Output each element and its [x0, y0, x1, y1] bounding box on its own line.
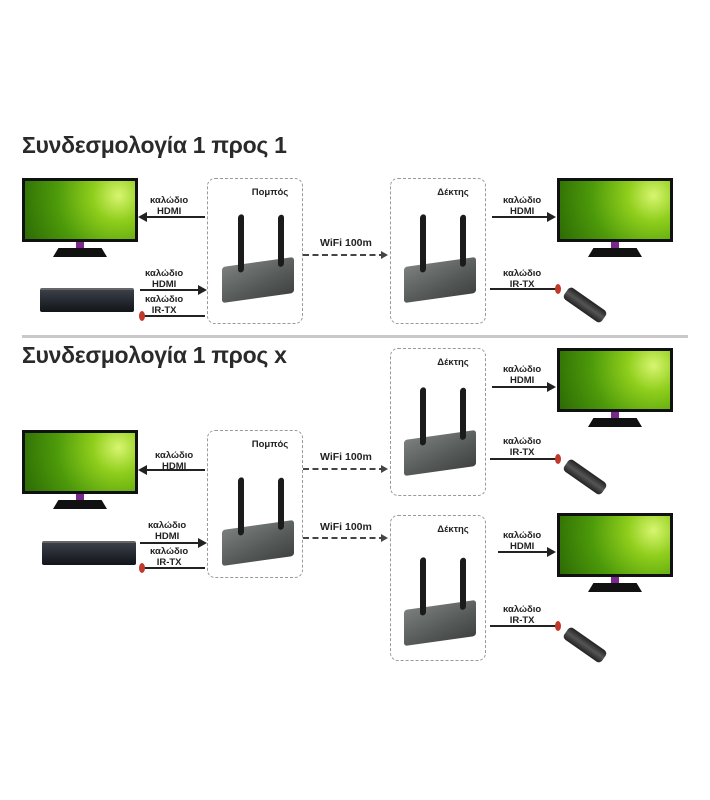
receiver-label: Δέκτης	[437, 357, 469, 368]
irtx-word: IR-TX	[509, 279, 535, 290]
cable-word: καλώδιο	[503, 604, 542, 615]
hdmi-arrow	[140, 285, 207, 295]
cable-word: καλώδιο	[145, 268, 184, 279]
irtx-cable-line	[143, 315, 205, 317]
section-title-1-to-1: Συνδεσμολογία 1 προς 1	[22, 132, 287, 158]
irtx-word: IR-TX	[156, 557, 182, 568]
hdmi-arrow	[498, 547, 556, 557]
section-divider	[22, 335, 688, 338]
set-top-box-icon	[42, 541, 136, 565]
cable-word: καλώδιο	[150, 195, 189, 206]
receiver-box: Δέκτης	[390, 178, 486, 324]
hdmi-word: HDMI	[154, 531, 180, 542]
hdmi-word: HDMI	[161, 461, 187, 472]
hdmi-arrow	[138, 465, 205, 475]
remote-control-icon	[562, 626, 608, 664]
remote-control-icon	[562, 458, 608, 496]
hdmi-word: HDMI	[509, 206, 535, 217]
hdmi-arrow	[140, 538, 207, 548]
hdmi-word: HDMI	[156, 206, 182, 217]
ir-emitter-icon	[139, 563, 145, 573]
irtx-word: IR-TX	[509, 615, 535, 626]
irtx-cable-line	[490, 625, 556, 627]
wifi-link-arrow	[303, 251, 388, 259]
wifi-link-arrow	[303, 534, 388, 542]
cable-word: καλώδιο	[503, 436, 542, 447]
hdmi-word: HDMI	[509, 541, 535, 552]
wifi-label: WiFi 100m	[320, 237, 372, 249]
cable-word: καλώδιο	[148, 520, 187, 531]
tv-icon	[557, 348, 673, 418]
cable-word: καλώδιο	[155, 450, 194, 461]
wifi-label: WiFi 100m	[320, 451, 372, 463]
transmitter-label: Πομπός	[251, 439, 289, 450]
wifi-link-arrow	[303, 465, 388, 473]
cable-word: καλώδιο	[503, 268, 542, 279]
ir-emitter-icon	[555, 284, 561, 294]
irtx-cable-line	[490, 458, 556, 460]
section-title-1-to-x: Συνδεσμολογία 1 προς x	[22, 342, 287, 368]
transmitter-label: Πομπός	[251, 187, 289, 198]
hdmi-word: HDMI	[151, 279, 177, 290]
tv-icon	[22, 430, 138, 500]
cable-word: καλώδιο	[145, 294, 184, 305]
irtx-word: IR-TX	[509, 447, 535, 458]
hdmi-arrow	[138, 212, 205, 222]
tv-icon	[557, 513, 673, 583]
transmitter-box: Πομπός	[207, 178, 303, 324]
cable-word: καλώδιο	[503, 195, 542, 206]
hdmi-arrow	[492, 212, 556, 222]
ir-emitter-icon	[555, 454, 561, 464]
cable-word: καλώδιο	[503, 530, 542, 541]
set-top-box-icon	[40, 288, 134, 312]
cable-word: καλώδιο	[150, 546, 189, 557]
irtx-word: IR-TX	[151, 305, 177, 316]
transmitter-box: Πομπός	[207, 430, 303, 578]
ir-emitter-icon	[139, 311, 145, 321]
receiver-label: Δέκτης	[437, 187, 469, 198]
tv-icon	[557, 178, 673, 248]
irtx-cable-line	[490, 288, 556, 290]
tv-icon	[22, 178, 138, 248]
hdmi-word: HDMI	[509, 375, 535, 386]
receiver-label: Δέκτης	[437, 524, 469, 535]
receiver-box: Δέκτης	[390, 515, 486, 661]
cable-word: καλώδιο	[503, 364, 542, 375]
ir-emitter-icon	[555, 621, 561, 631]
remote-control-icon	[562, 286, 608, 324]
wifi-label: WiFi 100m	[320, 521, 372, 533]
receiver-box: Δέκτης	[390, 348, 486, 496]
hdmi-arrow	[492, 382, 556, 392]
irtx-cable-line	[143, 567, 205, 569]
